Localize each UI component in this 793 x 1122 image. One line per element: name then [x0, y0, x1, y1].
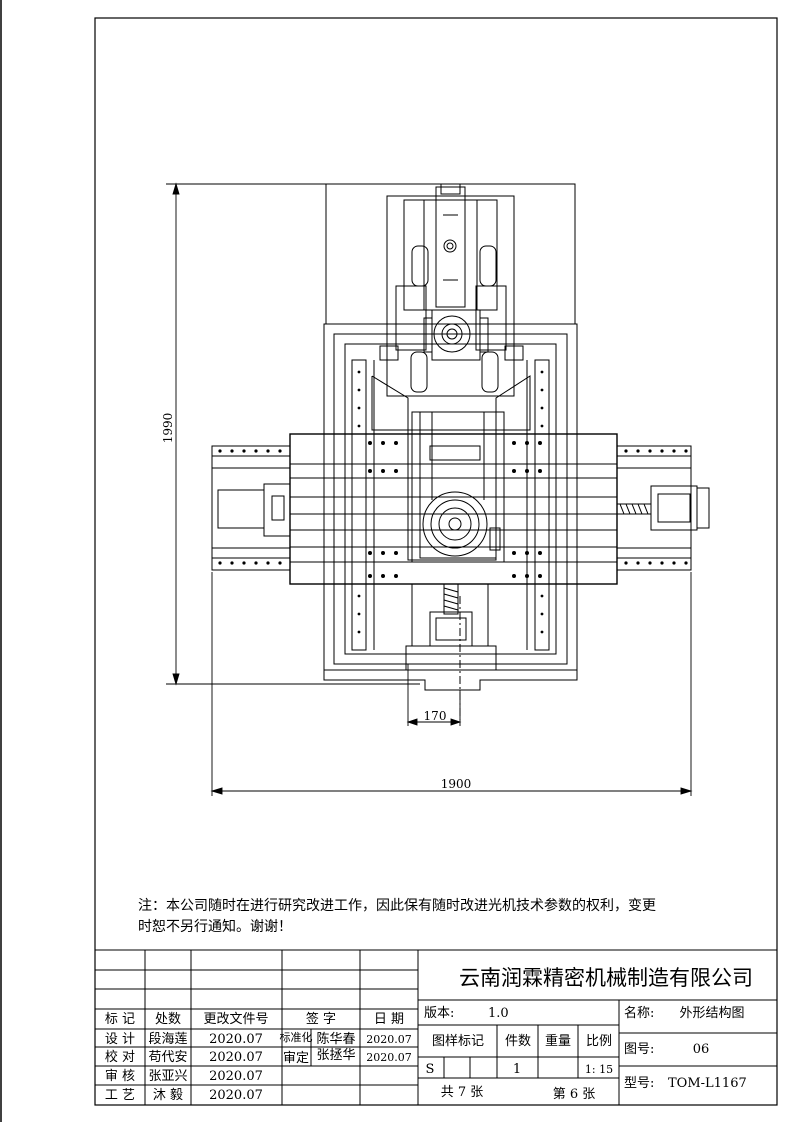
- disclaimer-note: 注：本公司随时在进行研究改进工作，因此保有随时改进光机技术参数的权利，变更 时恕…: [138, 896, 738, 938]
- machine-top-view: [211, 183, 710, 720]
- spindle-carriage: [386, 195, 515, 397]
- model-value: TOM-L1167: [668, 1076, 747, 1091]
- disclaimer-line-2: 时恕不另行通知。谢谢！: [138, 919, 292, 935]
- role-design: 设 计: [105, 1032, 135, 1047]
- y-rail-left: [351, 359, 367, 651]
- role-approve: 审定: [283, 1051, 309, 1066]
- mounting-holes: [218, 370, 688, 634]
- sheets-total: 共 7 张: [441, 1085, 484, 1100]
- quantity-header: 件数: [505, 1034, 531, 1049]
- cylinder-left-upper: [411, 245, 429, 287]
- date-design: 2020.07: [209, 1032, 263, 1047]
- header-date: 日 期: [374, 1012, 404, 1027]
- column-body: [325, 183, 576, 325]
- title-block-grid: [94, 949, 778, 1106]
- header-count: 处数: [155, 1012, 181, 1027]
- dimension-width-label: 1900: [441, 777, 472, 791]
- dimension-width: [210, 572, 693, 796]
- cylinder-right-upper: [479, 245, 497, 287]
- dimension-height-label: 1990: [161, 413, 175, 444]
- person-design: 段海莲: [148, 1032, 187, 1047]
- date-process: 2020.07: [209, 1088, 263, 1103]
- y-ballscrew: [443, 583, 459, 615]
- y-rail-right: [534, 359, 550, 651]
- drawing-no-label: 图号:: [624, 1042, 654, 1057]
- revision-label: 版本:: [424, 1006, 454, 1021]
- stage-mark-value: S: [426, 1062, 435, 1077]
- header-mark: 标 记: [105, 1012, 135, 1027]
- person-standardize: 陈华春: [316, 1031, 355, 1047]
- role-standardize: 标准化: [280, 1030, 313, 1044]
- header-change-doc: 更改文件号: [203, 1012, 268, 1027]
- rotary-table: [422, 491, 488, 557]
- person-approve: 张拯华: [316, 1048, 355, 1063]
- base-inner: [333, 333, 568, 665]
- dimension-offset: [406, 664, 462, 726]
- person-process: 沐 毅: [153, 1087, 183, 1103]
- role-check: 校 对: [105, 1049, 135, 1065]
- date-check: 2020.07: [209, 1050, 263, 1065]
- x-motor-left: [217, 489, 265, 529]
- date-approve: 2020.07: [366, 1051, 412, 1064]
- dimension-height: [166, 182, 420, 686]
- date-standardize: 2020.07: [366, 1033, 412, 1046]
- scale-header: 比例: [586, 1034, 612, 1049]
- disclaimer-line-1: 注：本公司随时在进行研究改进工作，因此保有随时改进光机技术参数的权利，变更: [138, 898, 656, 914]
- dimension-offset-label: 170: [424, 709, 447, 723]
- spindle-motor: [431, 309, 481, 361]
- person-review: 张亚兴: [148, 1069, 187, 1084]
- company-name: 云南润霖精密机械制造有限公司: [459, 966, 753, 990]
- spindle-flange: [433, 315, 471, 353]
- role-review: 审 核: [105, 1069, 135, 1084]
- date-review: 2020.07: [209, 1069, 263, 1084]
- cylinder-right-lower: [481, 351, 499, 393]
- scale-value: 1: 15: [585, 1063, 613, 1076]
- revision-value: 1.0: [488, 1006, 509, 1021]
- person-check: 苟代安: [148, 1050, 187, 1065]
- name-value: 外形结构图: [679, 1006, 744, 1021]
- x-rail-left: [211, 445, 291, 571]
- base-bottom-outline: [323, 670, 578, 691]
- column-housing: [371, 375, 531, 561]
- role-process: 工 艺: [105, 1088, 135, 1103]
- model-label: 型号:: [624, 1076, 654, 1091]
- stage-mark-header: 图样标记: [432, 1034, 484, 1049]
- name-label: 名称:: [624, 1005, 654, 1021]
- drawing-no-value: 06: [693, 1042, 710, 1057]
- weight-header: 重量: [545, 1033, 571, 1049]
- sheet-current: 第 6 张: [553, 1087, 596, 1102]
- header-signature: 签 字: [306, 1011, 336, 1027]
- cylinder-left-lower: [410, 351, 428, 393]
- quantity-value: 1: [513, 1062, 521, 1077]
